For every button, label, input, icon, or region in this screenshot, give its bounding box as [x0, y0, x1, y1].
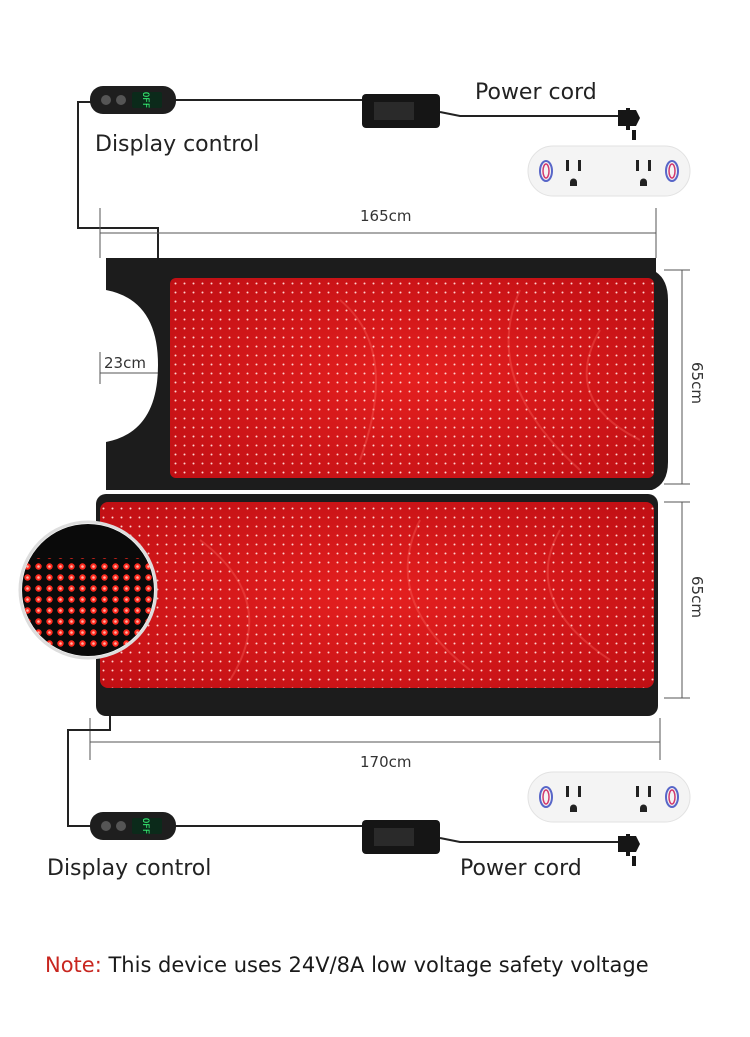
bottom-height-dimension: 65cm [688, 574, 706, 620]
top-height-dimension: 65cm [688, 360, 706, 406]
top-display-controller[interactable]: OFF [90, 86, 176, 114]
note-prefix: Note: [45, 953, 102, 977]
voltage-note: Note: This device uses 24V/8A low voltag… [45, 953, 649, 977]
top-power-adapter [362, 94, 440, 128]
bottom-panel [96, 494, 658, 716]
bottom-display-control-label: Display control [47, 856, 212, 881]
bottom-display-controller[interactable]: OFF [90, 812, 176, 840]
bottom-plug-icon [618, 834, 640, 866]
top-display-control-label: Display control [95, 132, 260, 157]
bottom-controller-screen: OFF [140, 818, 150, 834]
note-text: This device uses 24V/8A low voltage safe… [101, 953, 649, 977]
top-controller-screen: OFF [140, 92, 150, 108]
top-panel [106, 258, 668, 490]
notch-dimension: 23cm [102, 354, 148, 372]
top-power-cord-label: Power cord [475, 80, 597, 105]
top-width-dimension: 165cm [358, 207, 414, 225]
top-wiring [77, 99, 622, 262]
bottom-power-cord-label: Power cord [460, 856, 582, 881]
bottom-wiring [67, 716, 622, 843]
led-zoom-magnifier [18, 520, 158, 660]
top-outlet-icon [527, 145, 691, 197]
bottom-width-dimension: 170cm [358, 753, 414, 771]
bottom-power-adapter [362, 820, 440, 854]
top-plug-icon [618, 108, 640, 140]
bottom-outlet-icon [527, 771, 691, 823]
dimension-lines [89, 208, 690, 760]
